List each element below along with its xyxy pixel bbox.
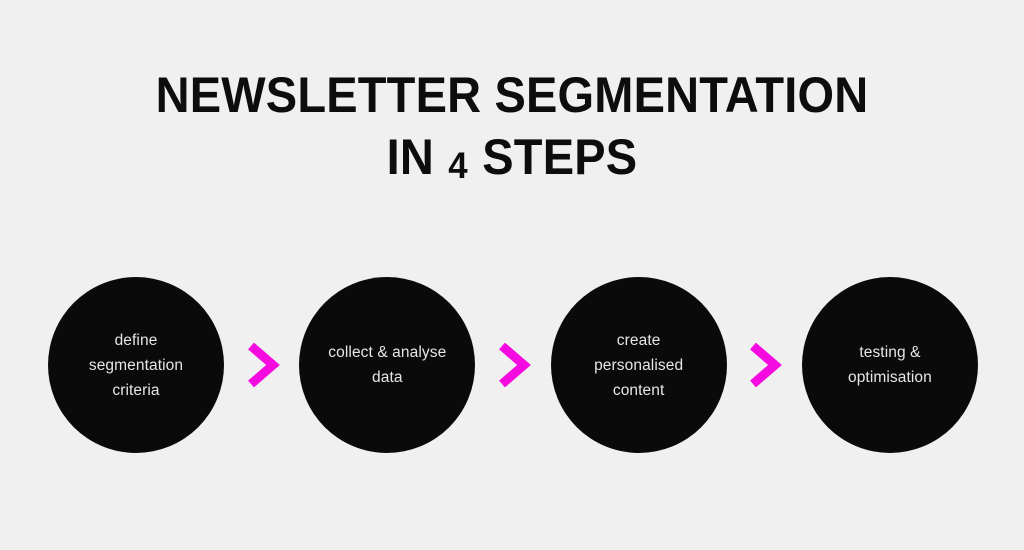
steps-flow: define segmentation criteria collect & a… bbox=[48, 276, 978, 454]
step-label-1: define segmentation criteria bbox=[88, 331, 184, 399]
chevron-right-icon bbox=[246, 342, 280, 388]
title-line-1: NEWSLETTER SEGMENTATION bbox=[155, 67, 869, 123]
step-label-4: testing & optimisation bbox=[847, 344, 932, 386]
title-step-count: 4 bbox=[448, 144, 469, 186]
page-title: NEWSLETTER SEGMENTATION IN 4 STEPS bbox=[0, 64, 1024, 193]
step-label-2: collect & analyse data bbox=[328, 344, 447, 386]
chevron-right-icon bbox=[748, 342, 783, 388]
title-line-2-suffix: STEPS bbox=[469, 129, 638, 185]
step-circle-4[interactable]: testing & optimisation bbox=[801, 277, 978, 453]
step-label-3: create personalised content bbox=[594, 331, 684, 399]
title-line-2: IN 4 STEPS bbox=[31, 126, 994, 193]
step-circle-3[interactable]: create personalised content bbox=[550, 277, 727, 453]
step-circle-1[interactable]: define segmentation criteria bbox=[48, 277, 224, 453]
step-circle-2[interactable]: collect & analyse data bbox=[299, 277, 476, 453]
title-line-2-prefix: IN bbox=[386, 129, 448, 185]
chevron-right-icon bbox=[497, 342, 531, 388]
